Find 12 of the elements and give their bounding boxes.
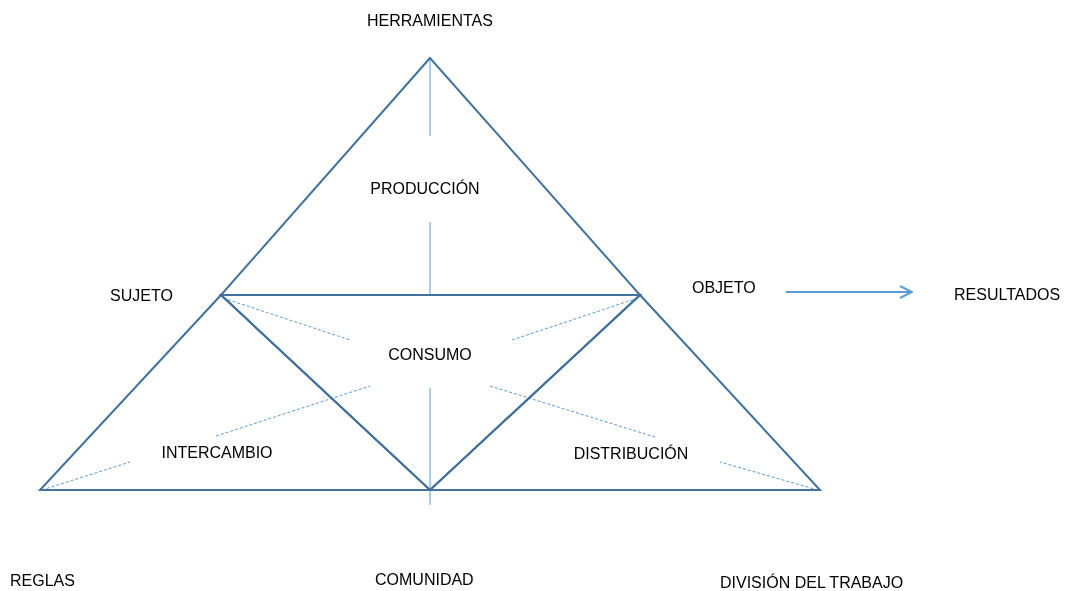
section-label: PRODUCCIÓN — [370, 180, 480, 198]
node-label: RESULTADOS — [954, 286, 1061, 304]
corner-label: COMUNIDAD — [375, 571, 474, 589]
arrow — [784, 285, 913, 299]
section-label: DISTRIBUCIÓN — [573, 445, 689, 463]
corner-label: SUJETO — [110, 287, 173, 305]
corner-label: REGLAS — [10, 572, 75, 590]
node-label: OBJETO — [692, 279, 756, 297]
corner-label: HERRAMIENTAS — [367, 12, 493, 30]
section-label: INTERCAMBIO — [161, 444, 273, 462]
corner-label: DIVISIÓN DEL TRABAJO — [720, 574, 904, 591]
section-label: CONSUMO — [388, 346, 472, 364]
